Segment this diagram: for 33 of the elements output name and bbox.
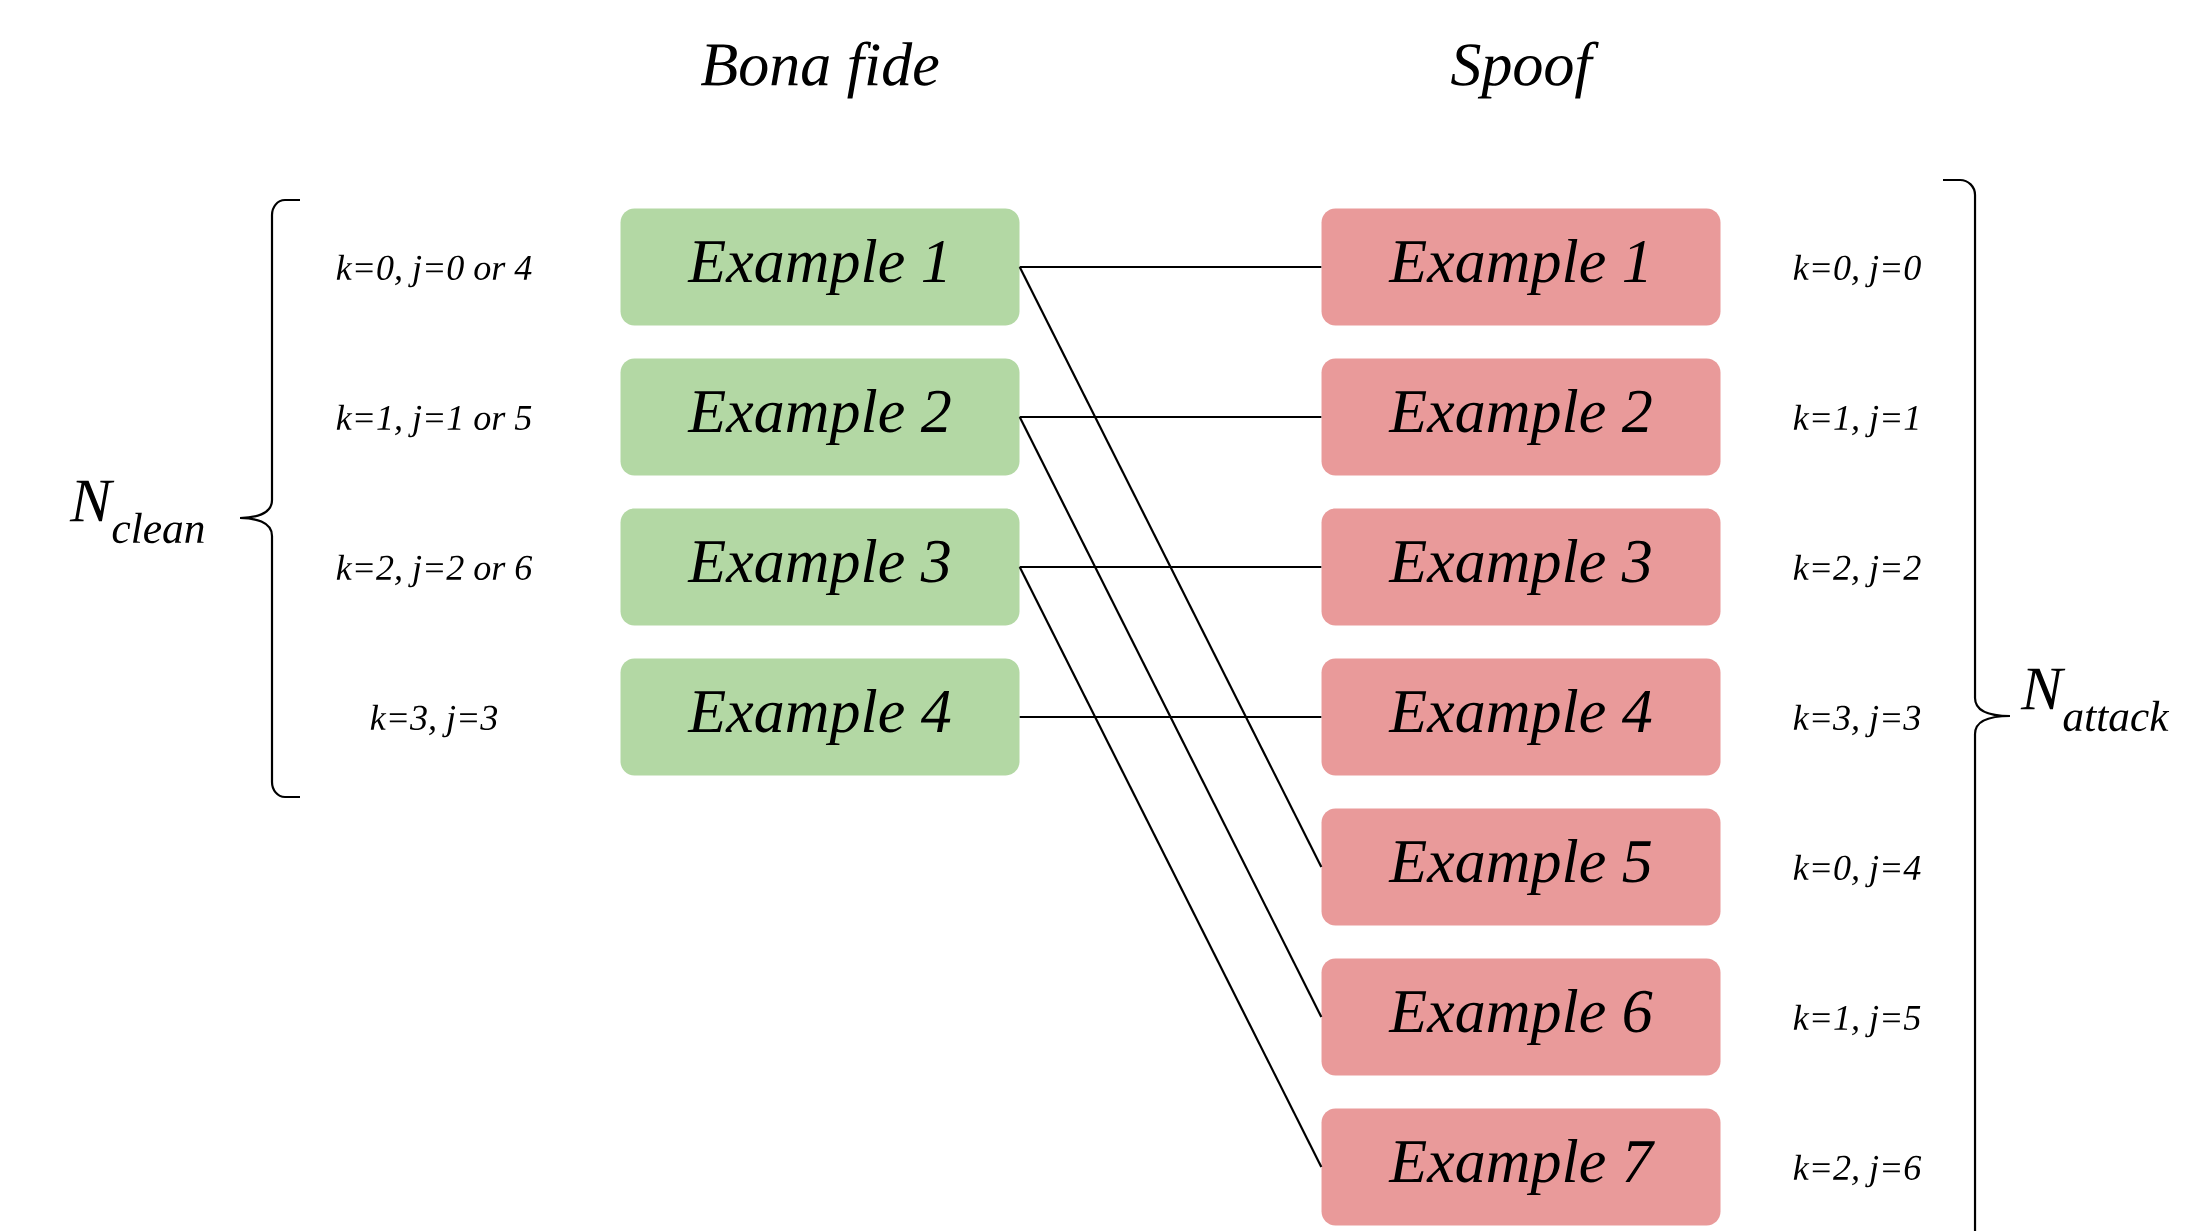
example-box: Example 1 <box>620 208 1020 326</box>
index-label: k=2, j=2 <box>1793 554 1921 588</box>
index-label: k=3, j=3 <box>1793 704 1921 738</box>
column-heading: Spoof <box>1451 41 1599 99</box>
brace-label: N$_{attack}$ <box>2020 668 2170 732</box>
example-box: Example 2 <box>620 358 1020 476</box>
connector-line <box>1018 566 1323 1168</box>
example-box: Example 4 <box>1321 658 1721 776</box>
example-box: Example 7 <box>1321 1108 1721 1226</box>
index-label: k=0, j=0 or 4 <box>336 254 532 288</box>
example-box: Example 6 <box>1321 958 1721 1076</box>
connector-line <box>1018 266 1323 868</box>
index-label: k=1, j=1 <box>1793 404 1918 438</box>
index-label: k=2, j=2 or 6 <box>336 554 533 588</box>
index-label: k=1, j=5 <box>1793 1004 1921 1038</box>
example-box: Example 2 <box>1321 358 1721 476</box>
connector-line <box>1019 415 1322 419</box>
index-label: k=0, j=4 <box>1793 854 1921 888</box>
example-box: Example 5 <box>1321 808 1721 926</box>
index-label: k=3, j=3 <box>370 704 498 738</box>
connector-line <box>1019 565 1322 569</box>
brace-label: N$_{clean}$ <box>69 480 204 544</box>
connector-line <box>1019 265 1322 269</box>
index-label: k=0, j=0 <box>1793 254 1921 288</box>
connector-line <box>1019 715 1322 719</box>
example-box: Example 3 <box>1321 508 1721 626</box>
index-label: k=2, j=6 <box>1793 1154 1922 1188</box>
column-heading: Bona fide <box>700 41 939 99</box>
connector-line <box>1018 416 1323 1018</box>
example-box: Example 3 <box>620 508 1020 626</box>
example-box: Example 4 <box>620 658 1020 776</box>
index-label: k=1, j=1 or 5 <box>336 404 532 438</box>
example-box: Example 1 <box>1321 208 1721 326</box>
